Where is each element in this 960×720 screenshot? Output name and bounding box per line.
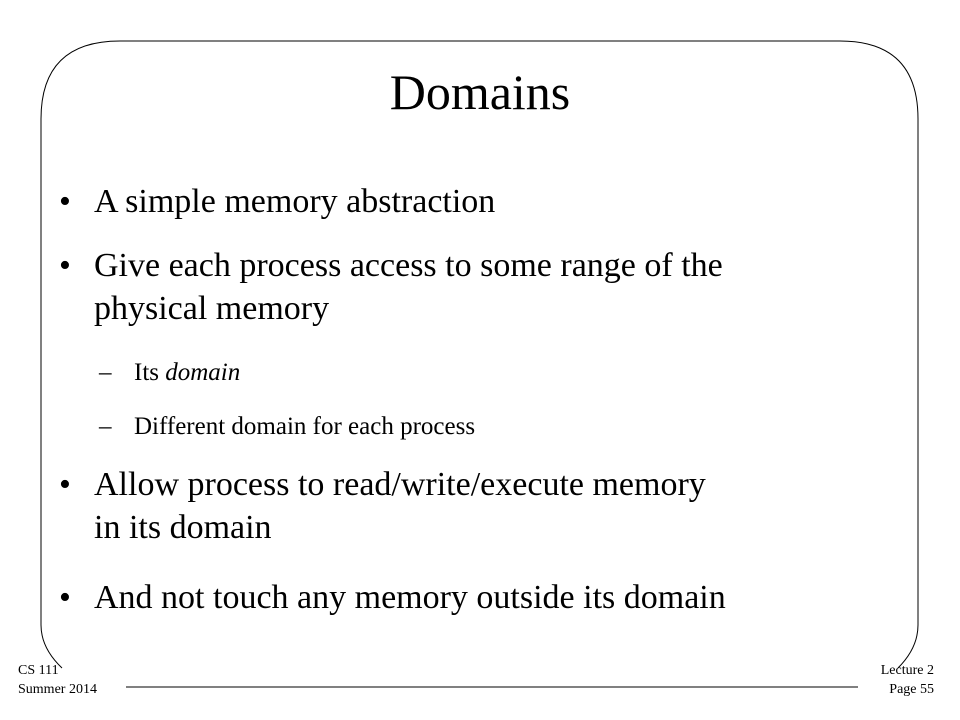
sub-bullet-text: Its: [134, 359, 166, 386]
dash-glyph: –: [99, 413, 112, 440]
bullet-4: • And not touch any memory outside its d…: [59, 576, 726, 619]
footer-course: CS 111: [18, 663, 59, 678]
bullet-2: • Give each process access to some range…: [59, 244, 723, 330]
sub-bullet-2: – Different domain for each process: [99, 412, 476, 442]
bullet-glyph: •: [59, 183, 71, 220]
emphasis-text: domain: [165, 359, 241, 386]
footer-lecture: Lecture 2: [880, 663, 934, 678]
bullet-text: A simple memory abstraction: [94, 183, 496, 220]
sub-bullet-1: – Its domain: [99, 358, 241, 388]
bullet-glyph: •: [59, 579, 71, 616]
bullet-1: • A simple memory abstraction: [59, 180, 496, 223]
bullet-glyph: •: [59, 466, 71, 503]
footer-page: Page 55: [889, 682, 934, 697]
bullet-text: And not touch any memory outside its dom…: [94, 579, 726, 616]
footer-term: Summer 2014: [18, 682, 97, 697]
bullet-text-line: Allow process to read/write/execute memo…: [94, 466, 706, 503]
bullet-text-line: physical memory: [94, 290, 330, 327]
bullet-text-line: Give each process access to some range o…: [94, 247, 723, 284]
bullet-3: • Allow process to read/write/execute me…: [59, 463, 706, 549]
bullet-glyph: •: [59, 247, 71, 284]
dash-glyph: –: [99, 359, 112, 386]
sub-bullet-text: Different domain for each process: [134, 413, 476, 440]
slide-title: Domains: [389, 64, 571, 120]
bullet-text-line: in its domain: [94, 509, 272, 546]
